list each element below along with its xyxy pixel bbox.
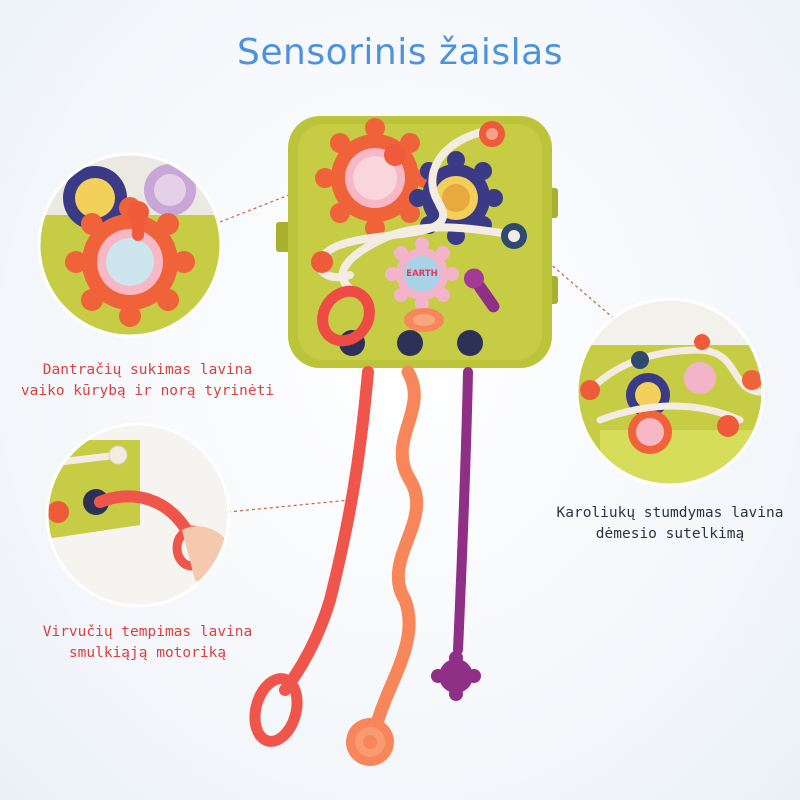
caption-beads-line-1: Karoliukų stumdymas lavina bbox=[556, 505, 784, 521]
caption-gears-line-1: Dantračių sukimas lavina bbox=[42, 362, 253, 378]
caption-beads-line-2: dėmesio sutelkimą bbox=[595, 526, 745, 542]
detail-strings bbox=[45, 422, 231, 608]
caption-beads: Karoliukų stumdymas lavina dėmesio sutel… bbox=[548, 503, 792, 545]
caption-gears: Dantračių sukimas lavina vaiko kūrybą ir… bbox=[10, 360, 285, 402]
earth-gear: EARTH bbox=[385, 237, 459, 311]
caption-strings-line-2: smulkiąją motoriką bbox=[68, 645, 227, 661]
sensory-toy: EARTH bbox=[249, 116, 558, 766]
caption-gears-line-2: vaiko kūrybą ir norą tyrinėti bbox=[20, 383, 275, 399]
earth-label: EARTH bbox=[406, 269, 437, 279]
caption-strings-line-1: Virvučių tempimas lavina bbox=[42, 624, 253, 640]
detail-beads bbox=[575, 297, 765, 487]
orange-gear bbox=[315, 118, 435, 238]
pull-strings bbox=[279, 365, 473, 727]
beads bbox=[311, 121, 527, 273]
connector-lines bbox=[219, 174, 619, 513]
caption-strings: Virvučių tempimas lavina smulkiąją motor… bbox=[10, 622, 285, 664]
detail-gears bbox=[37, 152, 223, 338]
page-title: Sensorinis žaislas bbox=[237, 32, 563, 73]
